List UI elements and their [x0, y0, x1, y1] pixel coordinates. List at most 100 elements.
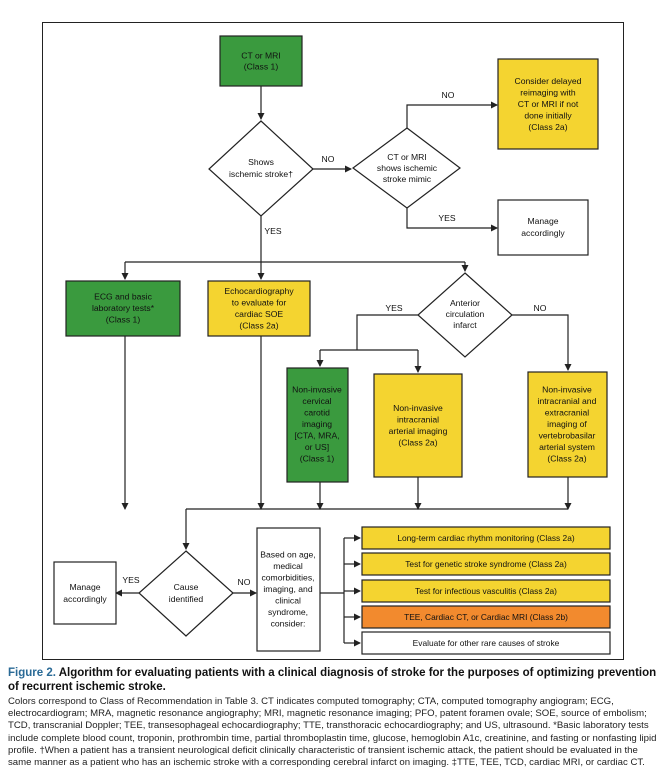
node-text-line: [CTA, MRA, [294, 431, 339, 441]
node-text-line: identified [169, 594, 204, 604]
node-text-line: stroke mimic [383, 174, 432, 184]
node-text-line: done initially [524, 111, 572, 121]
node-text-line: laboratory tests* [92, 303, 155, 313]
node-text-line: (Class 2a) [239, 320, 278, 330]
node-text-line: arterial system [539, 442, 595, 452]
option-label-4: TEE, Cardiac CT, or Cardiac MRI (Class 2… [404, 612, 568, 622]
node-text-line: intracranial [397, 414, 439, 424]
vertebrobasilar-box [527, 371, 608, 478]
based-on-text: Based on age,medical comorbidities,imagin… [260, 550, 315, 629]
node-text-line: CT or MRI if not [518, 99, 579, 109]
edge-label-yes-main: YES [264, 226, 281, 236]
option-box-5 [361, 631, 611, 655]
node-text-line: arterial imaging [389, 426, 448, 436]
ct-mri-text: CT or MRI(Class 1) [241, 51, 280, 72]
edge-label-yes-cause: YES [122, 575, 139, 585]
node-text-line: Manage [527, 216, 558, 226]
node-text-line: intracranial and [538, 396, 597, 406]
edge-mimic-to-manage [406, 208, 498, 232]
node-text-line: ECG and basic [94, 292, 153, 302]
node-text-line: syndrome, [268, 607, 308, 617]
node-text-line: imaging [302, 419, 332, 429]
edge-label-no-mimic: NO [322, 154, 335, 164]
node-text-line: accordingly [521, 228, 565, 238]
node-text-line: Consider delayed [515, 76, 582, 86]
edge-label-no-cause: NO [238, 577, 251, 587]
option-label-3: Test for infectious vasculitis (Class 2a… [415, 586, 557, 596]
node-text-line: CT or MRI [387, 152, 426, 162]
node-text-line: Based on age, [260, 550, 315, 560]
node-text-line: Echocardiography [224, 286, 294, 296]
option-label-1: Long-term cardiac rhythm monitoring (Cla… [397, 533, 575, 543]
echo-box [207, 280, 311, 337]
node-text-line: CT or MRI [241, 51, 280, 61]
node-text-line: accordingly [63, 594, 107, 604]
node-text-line: Non-invasive [292, 385, 342, 395]
node-text-line: to evaluate for [232, 297, 287, 307]
figure-caption-body: Colors correspond to Class of Recommenda… [8, 696, 657, 769]
node-text-line: cervical [302, 396, 331, 406]
option-box-4 [361, 605, 611, 629]
mimic-diamond [351, 127, 461, 209]
node-text-line: Non-invasive [542, 385, 592, 395]
node-text-line: consider: [271, 619, 306, 629]
node-text-line: ischemic stroke† [229, 169, 293, 179]
option-box-2 [361, 552, 611, 576]
edge-anterior-no [512, 314, 572, 371]
node-text-line: Cause [174, 582, 199, 592]
node-text-line: medical [273, 561, 303, 571]
edge-label-yes-manage: YES [438, 213, 455, 223]
node-text-line: (Class 1) [244, 62, 279, 72]
edge-label-yes-anterior: YES [385, 303, 402, 313]
ecg-box [65, 280, 181, 337]
manage-accordingly-right-box [497, 199, 589, 256]
cause-identified-text: Cause identified [169, 582, 204, 604]
node-text-line: vertebrobasilar [539, 431, 596, 441]
cause-identified-diamond [138, 550, 234, 637]
node-text-line: imaging of [547, 419, 587, 429]
node-text-line: extracranial [545, 408, 590, 418]
ct-mri-box [219, 35, 303, 87]
node-text-line: Non-invasive [393, 403, 443, 413]
node-text-line: Shows [248, 157, 274, 167]
option-label-2: Test for genetic stroke syndrome (Class … [405, 559, 567, 569]
edge-mimic-to-delayed [406, 101, 498, 128]
node-text-line: (Class 2a) [528, 122, 567, 132]
node-text-line: imaging, and [263, 584, 312, 594]
option-box-1 [361, 526, 611, 550]
node-text-line: (Class 1) [106, 315, 141, 325]
node-text-line: carotid [304, 408, 330, 418]
node-text-line: circulation [446, 309, 485, 319]
node-text-line: shows ischemic [377, 163, 438, 173]
delayed-reimaging-box [497, 58, 599, 150]
node-text-line: (Class 2a) [398, 437, 437, 447]
figure-caption-title: Figure 2. Algorithm for evaluating patie… [8, 667, 658, 694]
cervical-carotid-box [286, 367, 349, 483]
anterior-circulation-diamond [417, 272, 513, 358]
node-text-line: infarct [453, 320, 477, 330]
node-text-line: comorbidities, [261, 573, 314, 583]
intracranial-box [373, 373, 463, 478]
node-text-line: Anterior [450, 298, 480, 308]
node-text-line: Manage [69, 582, 100, 592]
node-text-line: or US] [305, 442, 329, 452]
shows-ischemic-diamond [208, 120, 314, 217]
figure-title: Algorithm for evaluating patients with a… [8, 667, 657, 693]
manage-accordingly-right-text: Manage accordingly [521, 216, 565, 238]
node-text-line: (Class 2a) [547, 454, 586, 464]
based-on-box [256, 527, 321, 652]
manage-accordingly-left-box [53, 561, 117, 625]
edge-label-no-delayed: NO [442, 90, 455, 100]
shows-ischemic-text: Shows ischemic stroke† [229, 157, 293, 179]
node-text-line: clinical [275, 596, 301, 606]
edge-anterior-yes [356, 314, 418, 350]
